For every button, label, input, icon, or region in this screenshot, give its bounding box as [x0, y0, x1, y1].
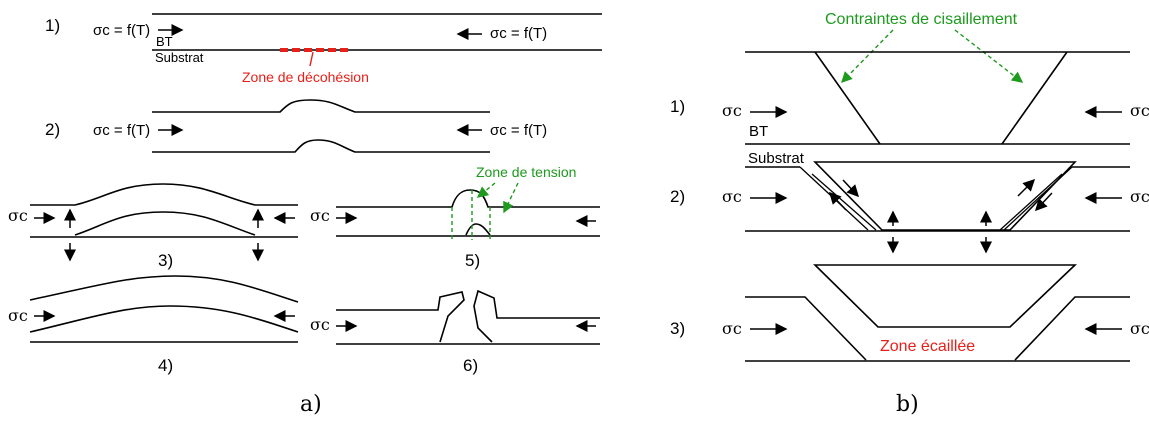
- b-step-2-number: 2): [670, 187, 685, 206]
- a6-sigma-left: σc: [310, 315, 330, 334]
- spalled-zone-label: Zone écaillée: [880, 338, 975, 355]
- shear-pointer-left: [841, 29, 894, 83]
- a2-sigma-right: σc = f(T): [490, 122, 547, 139]
- b3-sigma-left: σc: [722, 319, 742, 338]
- b2-detaching-block: [813, 161, 1077, 231]
- a5-sigma-left: σc: [310, 206, 330, 225]
- a5-blister-bottom: [465, 223, 491, 236]
- b-step-2: 2) σc σc: [670, 161, 1149, 254]
- a-step-2-number: 2): [45, 120, 60, 139]
- b3-spalled-block: [813, 264, 1077, 328]
- shear-pointer-right: [954, 29, 1024, 83]
- shear-stress-label: Contraintes de cisaillement: [825, 11, 1018, 28]
- a4-coating-top: [29, 275, 299, 303]
- b3-sigma-right: σc: [1130, 319, 1149, 338]
- panel-a: 1) σc = f(T) BT Substrat σc = f(T) Zone …: [8, 13, 602, 417]
- panel-b-caption: b): [896, 392, 919, 417]
- a6-coating-right-fragment: [473, 289, 600, 343]
- a-step-4-number: 4): [158, 356, 173, 375]
- a-step-5-number: 5): [465, 251, 480, 270]
- b2-shear-arrow-left-down: [842, 179, 860, 198]
- a-step-3-number: 3): [158, 251, 173, 270]
- b1-sigma-right: σc: [1130, 101, 1149, 120]
- b2-shear-arrow-right-up: [1017, 178, 1036, 197]
- b3-coating-right: [1014, 296, 1130, 361]
- b1-layer-substrat: Substrat: [748, 150, 805, 167]
- tension-pointer-2: [503, 182, 519, 214]
- a3-coating-top: [30, 183, 298, 206]
- panel-a-caption: a): [300, 392, 322, 417]
- b2-shear-arrow-right-down: [1034, 192, 1053, 212]
- a1-layer-substrat: Substrat: [155, 50, 204, 65]
- b-step-1: 1) σc σc BT Substrat: [670, 51, 1149, 167]
- a2-sigma-left: σc = f(T): [93, 122, 150, 139]
- b2-crack-right-a: [1003, 166, 1073, 231]
- a4-coating-bottom: [29, 305, 299, 333]
- decohesion-leader-line: [309, 51, 314, 67]
- a-step-6-number: 6): [463, 356, 478, 375]
- b-step-1-number: 1): [670, 97, 685, 116]
- b2-crack-left-a: [799, 166, 869, 231]
- a-step-1-number: 1): [45, 16, 60, 35]
- a4-sigma-left: σc: [8, 306, 28, 325]
- b1-sigma-left: σc: [722, 101, 742, 120]
- a-step-2: 2) σc = f(T) σc = f(T): [45, 99, 547, 153]
- b2-sigma-right: σc: [1130, 187, 1149, 206]
- a-step-4: σc 4): [8, 275, 299, 375]
- b-step-3-number: 3): [670, 319, 685, 338]
- a5-coating-top: [336, 189, 600, 208]
- a1-sigma-right: σc = f(T): [490, 25, 547, 42]
- tension-zone-label: Zone de tension: [476, 164, 576, 180]
- panel-b: Contraintes de cisaillement 1) σc σc BT …: [670, 11, 1149, 417]
- a-step-5: σc Zone de tension 5): [310, 164, 600, 270]
- b1-crack-left: [814, 51, 881, 145]
- b2-sigma-left: σc: [722, 187, 742, 206]
- a-step-1: 1) σc = f(T) BT Substrat σc = f(T) Zone …: [45, 13, 602, 85]
- a1-sigma-left: σc = f(T): [93, 22, 150, 39]
- tension-pointer-1: [476, 182, 496, 198]
- decohesion-zone-label: Zone de décohésion: [242, 69, 369, 85]
- b1-layer-bt: BT: [749, 123, 768, 140]
- a1-layer-bt: BT: [156, 34, 173, 49]
- interface-blister: [152, 139, 490, 153]
- a3-sigma-left: σc: [8, 206, 28, 225]
- b2-crack-left-b: [811, 173, 877, 231]
- a6-coating-left-fragment: [336, 291, 465, 343]
- b3-coating-left: [745, 296, 867, 361]
- coating-top-blister: [152, 99, 490, 113]
- b1-crack-right: [1001, 51, 1068, 145]
- b2-crack-right-b: [999, 173, 1063, 231]
- a-step-3: σc 3): [8, 183, 298, 270]
- a3-blister-bottom: [74, 211, 256, 236]
- b-step-3: 3) σc σc Zone écaillée: [670, 264, 1149, 362]
- b2-shear-arrow-left-up: [828, 191, 847, 211]
- a-step-6: σc 6): [310, 289, 600, 375]
